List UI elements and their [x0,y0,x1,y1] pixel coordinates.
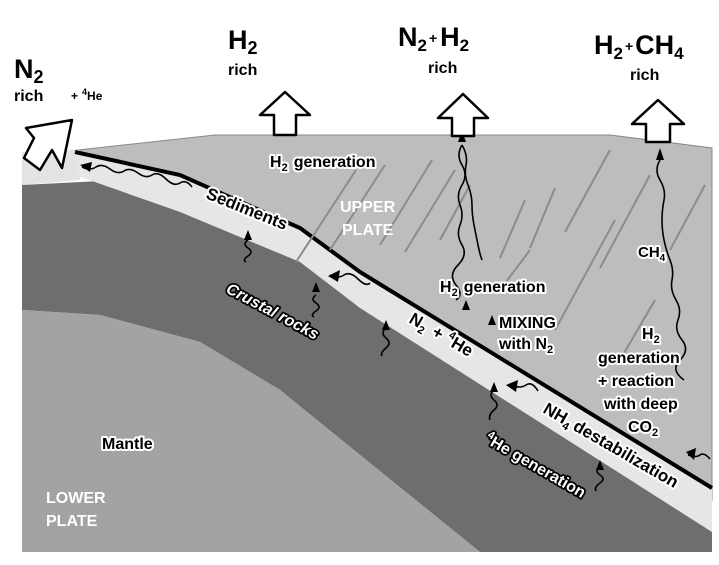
mantle-label: Mantle [102,436,153,453]
fluid-paths [81,144,711,492]
h2-reaction-line4: with deep [603,396,678,413]
fault-lines [295,149,706,361]
h2ch4-label: H2+CH4 [594,30,684,63]
n2-label: N2 [14,54,44,87]
decollement-line [74,150,714,490]
n2-rich-label: rich [14,88,43,105]
h2-reaction-line1: H2 [642,326,660,346]
h2-reaction-line3: + reaction [598,373,674,390]
h2-label: H2 [228,25,258,58]
lower-plate-label-line1: LOWER [46,490,106,507]
upper-plate-label-line1: UPPER [340,199,396,216]
h2-reaction-line5: CO2 [628,419,658,439]
crust-layer [22,180,712,552]
h2-rich-label: rich [228,62,257,79]
h2-outflow-arrow [258,90,312,137]
h2ch4-rich-label: rich [630,67,659,84]
ch4-label: CH4 [638,244,666,264]
mixing-label: MIXING [499,315,556,332]
h2ch4-outflow-arrow [630,98,686,144]
flow-arrowheads [80,131,696,470]
with-n2-label: with N2 [498,336,553,356]
n2h2-outflow-arrow [436,92,490,138]
outflow-arrows [22,90,686,172]
lower-plate-label-line2: PLATE [46,513,98,530]
n2-outflow-arrow [22,118,74,172]
top-labels: N2 rich +4He H2 rich N2+H2 rich H2+CH4 r… [14,22,684,105]
upper-plate-label-line2: PLATE [342,222,394,239]
sediments-layer [75,152,712,532]
he4-label: +4He [71,87,103,103]
n2h2-label: N2+H2 [398,22,469,55]
n2h2-rich-label: rich [428,60,457,77]
h2-reaction-line2: generation [598,350,680,367]
mantle-layer [22,310,480,552]
